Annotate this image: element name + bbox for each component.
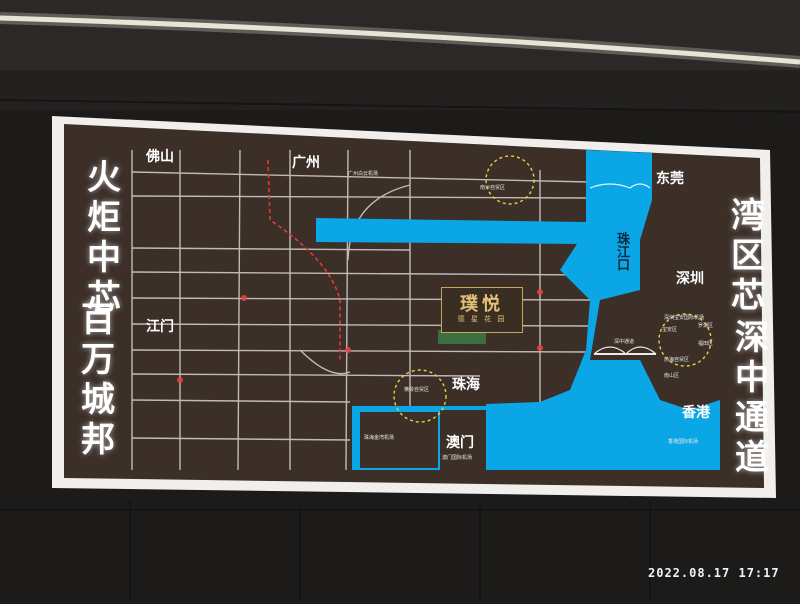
metro-line (267, 159, 341, 360)
city-guangzhou: 广州 (292, 155, 320, 171)
city-zhuhai: 珠海 (452, 377, 480, 393)
camera-timestamp: 2022.08.17 17:17 (648, 566, 780, 580)
free-trade-zones (393, 155, 712, 423)
city-jiangmen: 江门 (146, 319, 174, 335)
zhuhai-airport-area (360, 412, 438, 468)
slogan-left-col1: 火炬中芯 (87, 158, 121, 318)
slogan-left-col2: 百万城邦 (81, 300, 115, 460)
poi-markers (177, 289, 543, 383)
project-name: 璞悦 (460, 294, 504, 315)
label-qianhai: 前海自贸区 (664, 357, 690, 363)
label-guangzhou-airport: 广州白云机场 (348, 171, 379, 177)
city-shenzhen: 深圳 (676, 271, 704, 287)
label-shenzhen-airport: 深圳宝安国际机场 (664, 315, 705, 321)
label-luohu: 罗湖区 (698, 323, 714, 329)
label-shenzhong: 深中通道 (614, 339, 635, 345)
label-zhuhai-airport: 珠海金湾机场 (364, 435, 395, 441)
macau-island (440, 410, 486, 470)
city-hongkong: 香港 (682, 405, 710, 421)
project-logo-box: 璞悦 德 星 花 园 (441, 287, 523, 333)
park-area (438, 330, 486, 344)
road-network (131, 149, 591, 471)
label-baoan: 宝安区 (662, 327, 678, 333)
label-nansha: 南沙自贸区 (480, 185, 506, 191)
label-zhujiangkou: 珠江口 (614, 232, 629, 271)
project-subtitle: 德 星 花 园 (457, 315, 507, 323)
label-macau-airport: 澳门国际机场 (442, 455, 473, 461)
slogan-right-col2: 深中通道 (735, 318, 769, 478)
city-foshan: 佛山 (146, 149, 174, 165)
label-futian: 福田区 (698, 341, 714, 347)
bridges (589, 183, 657, 355)
city-macau: 澳门 (446, 435, 474, 451)
ceiling-light-strip (0, 15, 800, 65)
label-nanshan: 南山区 (664, 373, 680, 379)
label-hk-airport: 香港国际机场 (668, 439, 699, 445)
slogan-right-col1: 湾区芯 (731, 196, 765, 316)
city-dongguan: 东莞 (656, 171, 684, 187)
label-hengqin: 横琴自贸区 (404, 387, 430, 393)
